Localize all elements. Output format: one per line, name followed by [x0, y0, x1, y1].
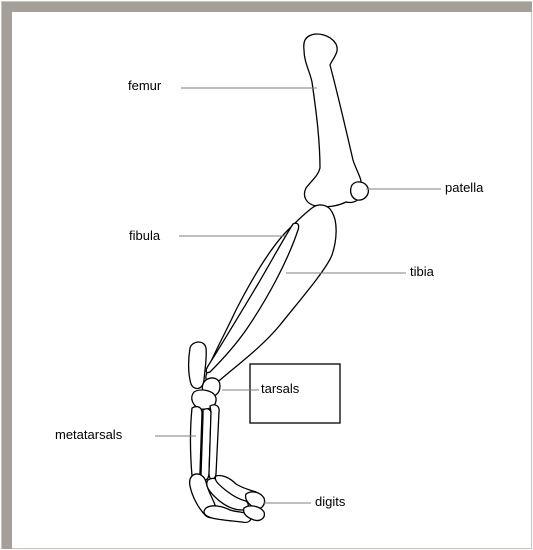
metatarsal-bone	[209, 405, 219, 479]
label-digits: digits	[315, 494, 345, 510]
tibia-bone	[206, 205, 336, 384]
femur-bone	[304, 34, 362, 207]
label-tibia: tibia	[410, 264, 434, 280]
label-femur: femur	[128, 78, 161, 94]
frame-top-border	[2, 2, 532, 12]
frame-left-border	[2, 2, 12, 549]
label-patella: patella	[445, 180, 483, 196]
label-fibula: fibula	[129, 228, 160, 244]
label-tarsals: tarsals	[261, 381, 299, 397]
metatarsal-bone	[191, 407, 203, 480]
patella-bone	[351, 182, 369, 200]
calcaneus-bone	[189, 342, 207, 389]
label-metatarsals: metatarsals	[55, 427, 122, 443]
